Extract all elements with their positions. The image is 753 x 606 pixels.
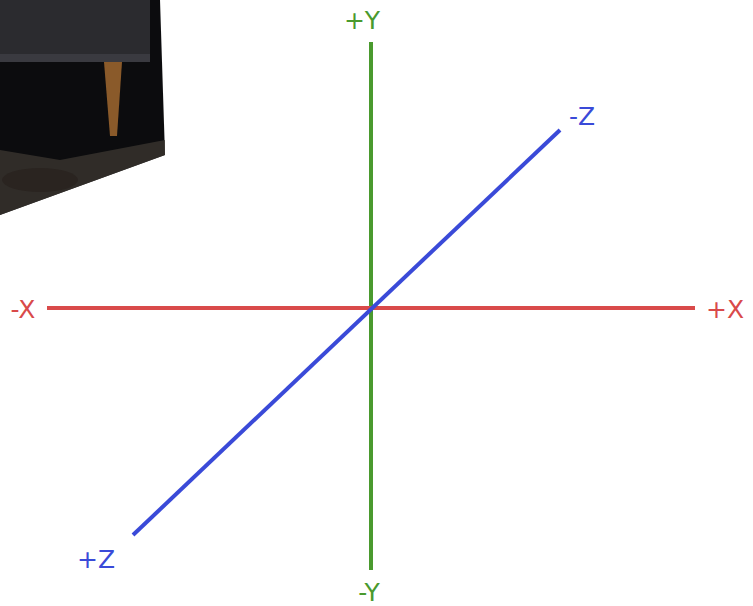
axis-label: -X: [11, 297, 36, 322]
axis-label: +Y: [344, 8, 380, 33]
axis-label: -Z: [569, 104, 595, 129]
floor-rug: [0, 140, 165, 215]
photo-fragment: [0, 0, 165, 215]
axis-label: -Y: [358, 580, 379, 605]
sofa-edge: [0, 54, 150, 62]
sofa-body: [0, 0, 150, 62]
axis-label: +Z: [77, 547, 115, 572]
z-axis: [133, 130, 560, 535]
sofa-leg: [104, 62, 122, 136]
rug-pattern: [2, 168, 78, 192]
axis-label: +X: [706, 297, 744, 322]
photo-background: [0, 0, 165, 215]
